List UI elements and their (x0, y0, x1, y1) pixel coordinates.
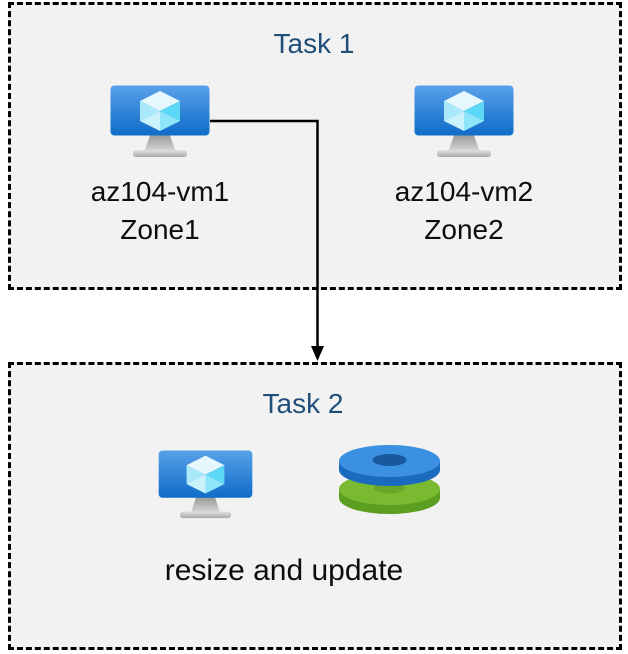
managed-disks-icon (339, 445, 440, 514)
task2-caption: resize and update (164, 554, 404, 587)
vm2-name: az104-vm2 (394, 176, 534, 207)
vm1-zone: Zone1 (120, 214, 200, 245)
task2-title: Task 2 (262, 388, 344, 419)
vm2-label: az104-vm2 Zone2 (359, 173, 569, 249)
virtual-machine-icon (110, 85, 210, 157)
virtual-machine-icon (158, 450, 253, 519)
task1-title: Task 1 (273, 28, 355, 59)
virtual-machine-icon (414, 85, 514, 157)
vm2-zone: Zone2 (424, 214, 504, 245)
vm1-name: az104-vm1 (90, 176, 230, 207)
task2-box (8, 362, 622, 650)
vm1-label: az104-vm1 Zone1 (55, 173, 265, 249)
